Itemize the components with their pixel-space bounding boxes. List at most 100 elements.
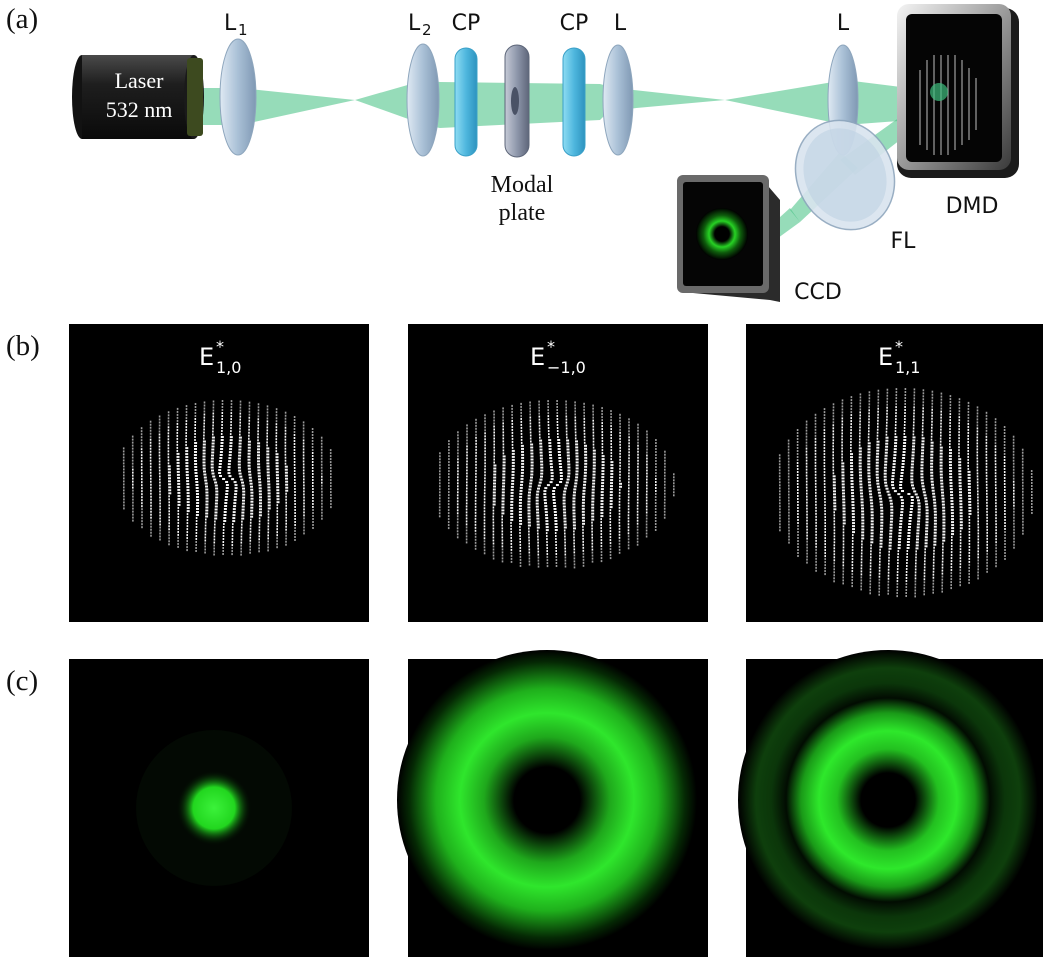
fringe-segment <box>241 508 245 511</box>
fringe-segment <box>484 471 486 474</box>
fringe-segment <box>214 514 218 517</box>
lens-l2: L 2 <box>406 11 440 157</box>
fringe-segment <box>890 505 894 508</box>
fringe-segment <box>995 493 997 496</box>
fringe-segment <box>636 513 639 516</box>
fringe-segment <box>914 577 917 580</box>
fringe-segment <box>177 518 180 521</box>
fringe-segment <box>556 412 559 414</box>
fringe-segment <box>239 400 242 403</box>
fringe-segment <box>939 461 943 464</box>
fringe-segment <box>168 522 170 525</box>
fringe-segment <box>832 457 834 460</box>
fringe-segment <box>636 495 639 498</box>
fringe-segment <box>939 446 943 449</box>
fringe-segment <box>502 440 505 443</box>
fringe-segment <box>447 500 450 503</box>
fringe-segment <box>266 444 268 447</box>
fringe-segment <box>967 404 970 407</box>
fringe-segment <box>851 492 854 495</box>
fringe-segment <box>1003 450 1006 452</box>
fringe-segment <box>921 449 925 452</box>
fringe-segment <box>168 492 172 495</box>
fringe-segment <box>1013 516 1015 519</box>
fringe-segment <box>511 425 514 428</box>
fringe-segment <box>457 440 459 443</box>
fringe-segment <box>995 547 997 550</box>
fringe-segment <box>985 459 988 462</box>
fringe-segment <box>302 433 305 436</box>
fringe-segment <box>886 415 888 418</box>
fringe-segment <box>141 523 143 526</box>
fringe-segment <box>439 497 441 500</box>
fringe-segment <box>194 448 197 450</box>
fringe-segment <box>958 449 960 452</box>
fringe-segment <box>851 564 854 567</box>
fringe-segment <box>530 476 533 479</box>
fringe-segment <box>867 439 870 442</box>
fringe-segment <box>950 563 953 566</box>
fringe-segment <box>186 498 190 501</box>
fringe-segment <box>545 514 548 517</box>
fringe-segment <box>923 593 925 596</box>
fourier-lens: FL <box>794 119 916 254</box>
fringe-segment <box>439 494 441 497</box>
fringe-segment <box>302 463 305 466</box>
fringe-segment <box>267 486 271 489</box>
fringe-segment <box>619 434 621 437</box>
fringe-segment <box>457 458 459 461</box>
fringe-segment <box>1004 543 1006 545</box>
fringe-segment <box>581 501 585 504</box>
fringe-segment <box>285 486 289 489</box>
fringe-segment <box>814 440 817 443</box>
fringe-segment <box>894 445 897 448</box>
fringe-segment <box>483 540 486 543</box>
fringe-segment <box>880 521 884 524</box>
fringe-segment <box>806 519 808 522</box>
fringe-segment <box>582 549 585 552</box>
fringe-segment <box>220 445 224 447</box>
fringe-segment <box>195 487 199 489</box>
fringe-segment <box>583 480 587 483</box>
fringe-segment <box>995 529 997 532</box>
fringe-segment <box>159 538 161 541</box>
fringe-segment <box>592 428 595 431</box>
fringe-segment <box>572 500 576 503</box>
fringe-segment <box>851 504 855 507</box>
fringe-segment <box>582 543 584 546</box>
fringe-segment <box>985 483 988 486</box>
fringe-segment <box>275 426 278 429</box>
fringe-segment <box>886 418 888 421</box>
fringe-segment <box>797 522 799 524</box>
fringe-segment <box>878 575 881 578</box>
fringe-segment <box>267 492 271 495</box>
fringe-segment <box>575 461 579 464</box>
fringe-segment <box>1021 460 1024 463</box>
fringe-segment <box>238 472 242 475</box>
fringe-segment <box>230 400 233 403</box>
fringe-segment <box>646 487 648 490</box>
fringe-segment <box>877 425 879 428</box>
fringe-segment <box>510 524 512 527</box>
fringe-segment <box>619 482 622 485</box>
fringe-segment <box>311 437 314 439</box>
fringe-segment <box>968 527 971 530</box>
fringe-segment <box>330 503 332 506</box>
fringe-segment <box>878 584 881 587</box>
fringe-segment <box>977 568 979 571</box>
fringe-segment <box>797 516 799 518</box>
fringe-segment <box>609 512 612 515</box>
fringe-segment <box>227 466 231 469</box>
fringe-segment <box>1031 506 1033 508</box>
fringe-segment <box>250 515 254 518</box>
fringe-segment <box>832 472 835 475</box>
fringe-segment <box>248 431 250 434</box>
fringe-segment <box>214 523 216 526</box>
hologram-2-title-main: E <box>530 343 545 371</box>
fringe-segment <box>546 550 548 553</box>
fringe-segment <box>150 480 152 483</box>
fringe-segment <box>600 551 603 554</box>
fringe-segment <box>555 553 558 555</box>
fringe-segment <box>592 434 595 437</box>
fringe-segment <box>609 554 612 557</box>
